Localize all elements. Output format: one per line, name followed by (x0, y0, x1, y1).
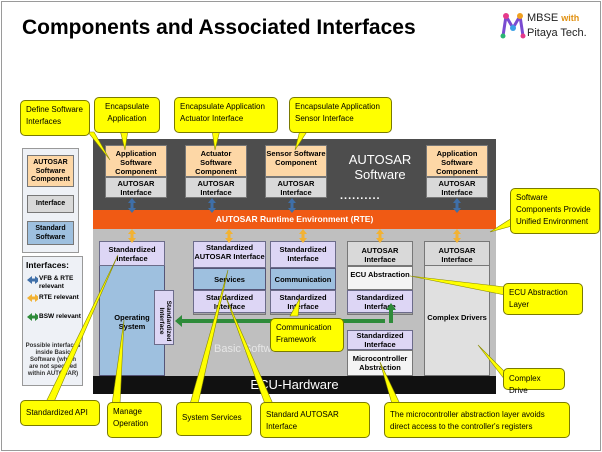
app-sw-interface-2: AUTOSAR Interface (426, 177, 488, 198)
vfb-arrow-4 (453, 198, 461, 213)
callout-system-services: System Services (176, 402, 252, 436)
os-standardized-interface: Standardized Interface (99, 241, 165, 266)
callout-standard-autosar-interface: Standard AUTOSAR Interface (260, 402, 370, 438)
autosar-software-label: AUTOSAR Software (348, 152, 412, 182)
pointer-complex (477, 344, 506, 381)
operating-system: Operating System (114, 313, 150, 331)
bsw-arrow-left (175, 315, 182, 327)
callout-microcontroller-note: The microcontroller abstraction layer av… (384, 402, 570, 438)
actuator-sw-interface: AUTOSAR Interface (185, 177, 247, 198)
callout-manage-operation: Manage Operation (107, 402, 162, 438)
rte-arrow-3 (299, 229, 307, 243)
pointer-encap-act (211, 129, 221, 151)
pointer-sys-services (189, 269, 229, 405)
callout-ecu-abstraction-layer: ECU Abstraction Layer (503, 283, 583, 315)
legend-standard-software: Standard Software (27, 221, 74, 245)
mc-standardized-interface: Standardized Interface (347, 330, 413, 350)
rte-arrow-5 (453, 229, 461, 243)
pointer-std-api (45, 254, 119, 403)
legend-interfaces-title: Interfaces: (26, 260, 69, 270)
callout-complex-drive: Complex Drive (503, 368, 565, 395)
pointer-encap-app (119, 129, 129, 151)
communication: Communication (270, 268, 336, 290)
callout-encapsulate-application: Encapsulate Application (94, 97, 160, 133)
pointer-std-autosar (224, 294, 274, 405)
pointer-define (87, 131, 111, 161)
ecu-hardware-layer: ECU-Hardware (93, 376, 496, 394)
brand-name: MBSE with (527, 12, 580, 24)
services-autosar-interface: Standardized AUTOSAR Interface (193, 241, 266, 268)
mbse-logo-icon (500, 13, 526, 39)
pointer-manage (111, 319, 125, 405)
rte-arrow-2 (225, 229, 233, 243)
legend-sw-component: AUTOSAR Software Component (27, 155, 74, 187)
legend-rte: RTE relevant (39, 294, 79, 301)
callout-encapsulate-sensor: Encapsulate Application Sensor Interface (289, 97, 392, 133)
legend-bsw: BSW relevant (39, 313, 81, 320)
legend-interface: Interface (27, 195, 74, 213)
communication-bottom-interface: Standardized Interface (270, 290, 336, 313)
more-components-dots: .......... (340, 190, 381, 202)
brand-company: Pitaya Tech. (527, 27, 587, 39)
legend-note: Possible interfaces inside Basic Softwar… (25, 343, 81, 377)
app-sw-interface-1: AUTOSAR Interface (105, 177, 167, 198)
basic-software-label: Basic Software (214, 343, 288, 355)
complex-drivers: Complex Drivers (427, 313, 487, 322)
rte-layer: AUTOSAR Runtime Environment (RTE) (93, 210, 496, 229)
sensor-sw-interface: AUTOSAR Interface (265, 177, 327, 198)
pointer-mc (379, 361, 401, 405)
bsw-arrow-up (386, 303, 396, 310)
legend-arrow-icons (27, 276, 38, 321)
callout-unified-environment: Software Components Provide Unified Envi… (510, 188, 600, 234)
pointer-encap-sensor (294, 129, 309, 151)
ecu-abstraction: ECU Abstraction (347, 266, 413, 290)
pointer-ecu-layer (409, 275, 506, 296)
rte-legend-arrow-icon (27, 294, 38, 302)
legend-interfaces: Interfaces: VFB & RTE relevant RTE relev… (22, 256, 83, 386)
callout-standardized-api: Standardized API (20, 400, 100, 426)
rte-arrow-1 (128, 229, 136, 243)
page-title: Components and Associated Interfaces (22, 16, 416, 39)
pointer-comm-fw (289, 297, 301, 317)
vfb-arrow-1 (128, 198, 136, 213)
callout-communication-framework: Communication Framework (270, 318, 344, 352)
services: Services (193, 268, 266, 290)
legend-vfb: VFB & RTE relevant (39, 275, 74, 290)
bsw-legend-arrow-icon (27, 313, 38, 321)
callout-encapsulate-actuator: Encapsulate Application Actuator Interfa… (174, 97, 278, 133)
rte-arrow-4 (376, 229, 384, 243)
vfb-arrow-3 (288, 198, 296, 213)
app-sw-component-2: Application Software Component (426, 145, 488, 177)
app-sw-component-1: Application Software Component (105, 145, 167, 177)
ecu-abstraction-standardized-interface: Standardized Interface (347, 290, 413, 313)
sensor-sw-component: Sensor Software Component (265, 145, 327, 177)
callout-define-interfaces: Define Software Interfaces (20, 100, 90, 136)
os-side-interface: Standardized Interface (154, 290, 174, 345)
actuator-sw-component: Actuator Software Component (185, 145, 247, 177)
vfb-arrow-2 (208, 198, 216, 213)
vfb-legend-arrow-icon (27, 276, 38, 284)
pointer-unified (489, 217, 513, 233)
legend-components: AUTOSAR Software Component Interface Sta… (22, 148, 79, 253)
